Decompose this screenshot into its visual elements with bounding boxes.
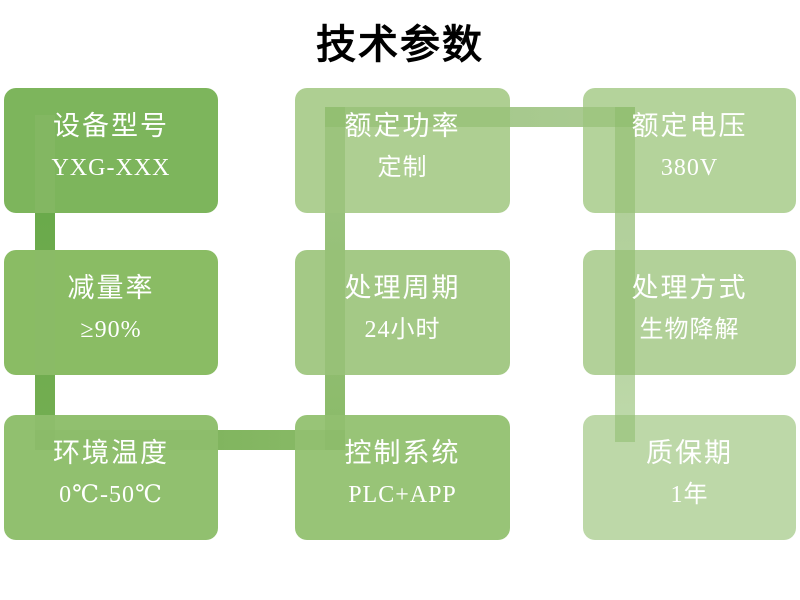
- spec-box-model: 设备型号 YXG-XXX: [4, 88, 218, 213]
- spec-box-method: 处理方式 生物降解: [583, 250, 796, 375]
- spec-value: 1年: [670, 482, 709, 509]
- spec-box-cycle: 处理周期 24小时: [295, 250, 510, 375]
- path-overlay: [615, 107, 635, 213]
- spec-label: 处理方式: [631, 273, 748, 303]
- path-overlay: [35, 430, 218, 450]
- spec-label: 额定功率: [344, 111, 461, 141]
- path-overlay: [35, 115, 55, 213]
- page-title: 技术参数: [316, 23, 484, 67]
- spec-value: 24小时: [364, 317, 441, 344]
- spec-value: 0℃-50℃: [59, 482, 163, 509]
- spec-label: 额定电压: [631, 111, 748, 141]
- spec-box-warranty: 质保期 1年: [583, 415, 796, 540]
- spec-box-reduction-rate: 减量率 ≥90%: [4, 250, 218, 375]
- spec-label: 设备型号: [53, 111, 169, 141]
- spec-value: PLC+APP: [348, 482, 457, 509]
- path-overlay: [325, 415, 345, 450]
- spec-label: 质保期: [646, 438, 733, 468]
- spec-label: 控制系统: [344, 438, 461, 468]
- spec-label: 减量率: [67, 273, 155, 303]
- spec-value: 生物降解: [639, 317, 740, 344]
- spec-value: 定制: [377, 155, 428, 182]
- spec-value: YXG-XXX: [51, 155, 171, 182]
- spec-box-ambient-temperature: 环境温度 0℃-50℃: [4, 415, 218, 540]
- spec-value: ≥90%: [80, 317, 142, 344]
- path-overlay: [325, 107, 510, 127]
- spec-label: 环境温度: [53, 438, 169, 468]
- spec-box-rated-power: 额定功率 定制: [295, 88, 510, 213]
- path-overlay: [325, 250, 345, 375]
- path-overlay: [615, 250, 635, 375]
- spec-value: 380V: [660, 155, 719, 182]
- path-overlay: [35, 250, 55, 375]
- spec-box-rated-voltage: 额定电压 380V: [583, 88, 796, 213]
- spec-box-control-system: 控制系统 PLC+APP: [295, 415, 510, 540]
- spec-label: 处理周期: [344, 273, 461, 303]
- path-overlay: [325, 107, 345, 213]
- path-overlay: [615, 415, 635, 442]
